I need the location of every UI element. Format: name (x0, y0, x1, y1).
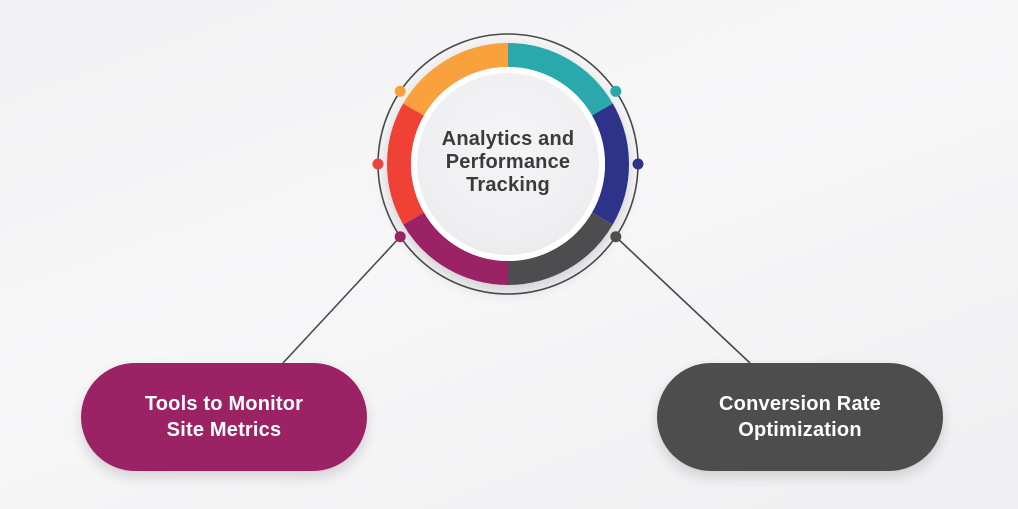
node-label-line: Tools to Monitor (144, 393, 304, 415)
orbit-dot-gray (610, 231, 622, 243)
node-tools-to-monitor-site-metrics: Tools to Monitor Site Metrics (81, 363, 367, 471)
hub-title-line-1: Analytics and (441, 128, 575, 150)
ring-segment-gray (507, 212, 613, 285)
connector-left (282, 236, 401, 364)
connector-right (615, 236, 751, 364)
ring-segment-teal (507, 43, 613, 116)
ring-segment-red (387, 103, 425, 225)
hub-title-line-2: Performance (445, 151, 571, 173)
node-label-line: Site Metrics (166, 419, 282, 441)
ring-segment-magenta (403, 212, 509, 285)
node-label-line: Conversion Rate (719, 393, 881, 415)
orbit-dot-red (372, 158, 384, 170)
ring-segment-indigo (591, 103, 629, 225)
center-disk (417, 73, 599, 255)
node-label-line: Optimization (738, 419, 862, 441)
ring-segment-orange (403, 43, 509, 116)
node-conversion-rate-optimization: Conversion Rate Optimization (657, 363, 943, 471)
orbit-dot-indigo (632, 158, 644, 170)
orbit-dot-teal (610, 85, 622, 97)
orbit-dot-orange (394, 85, 406, 97)
hub-title: Analytics and Performance Tracking (408, 128, 608, 197)
hub-title-line-3: Tracking (466, 174, 550, 196)
orbit-dot-magenta (394, 231, 406, 243)
